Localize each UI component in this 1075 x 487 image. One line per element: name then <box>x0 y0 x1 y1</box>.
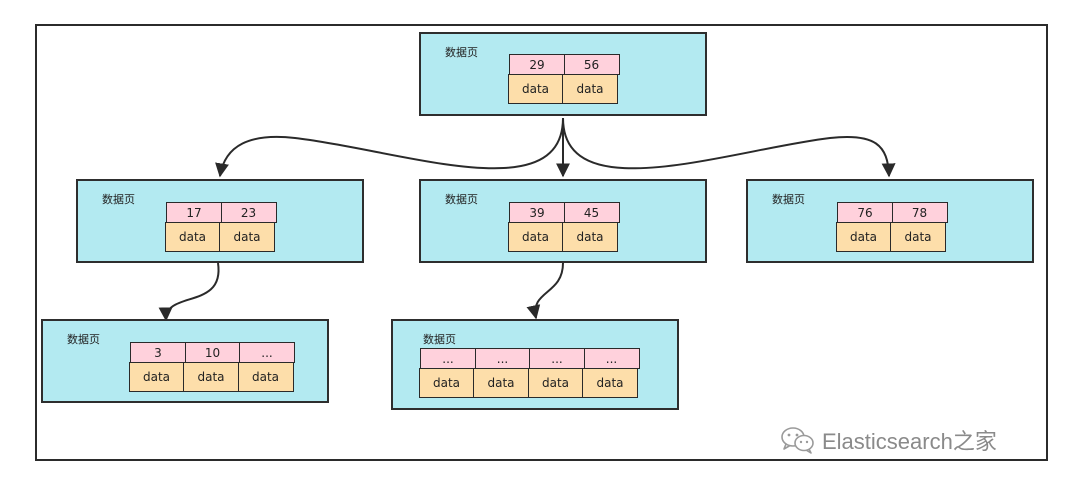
key-cell: ... <box>474 348 531 369</box>
data-page-mid-right: 数据页 76 data 78 data <box>746 179 1034 263</box>
entry-3: ... data <box>527 348 585 398</box>
page-label: 数据页 <box>445 193 478 206</box>
entry-4: ... data <box>582 348 640 398</box>
key-cell: 23 <box>220 202 277 223</box>
entry-2: 78 data <box>890 202 948 252</box>
data-cell: data <box>582 367 638 398</box>
entry-3: ... data <box>237 342 295 392</box>
data-cell: data <box>507 221 564 252</box>
data-cell: data <box>835 221 892 252</box>
watermark: Elasticsearch之家 <box>780 424 997 456</box>
entry-1: ... data <box>418 348 476 398</box>
data-cell: data <box>128 361 185 392</box>
key-cell: ... <box>420 348 476 369</box>
page-label: 数据页 <box>423 333 456 346</box>
data-page-mid-left: 数据页 17 data 23 data <box>76 179 364 263</box>
data-cell: data <box>418 367 475 398</box>
key-cell: ... <box>239 342 295 363</box>
entry-2: 45 data <box>562 202 620 252</box>
entry-1: 76 data <box>835 202 893 252</box>
data-cell: data <box>527 367 584 398</box>
data-page-mid-center: 数据页 39 data 45 data <box>419 179 707 263</box>
key-cell: ... <box>583 348 640 369</box>
data-cell: data <box>562 73 618 104</box>
key-cell: 29 <box>509 54 565 75</box>
data-cell: data <box>183 361 239 392</box>
key-cell: 45 <box>563 202 620 223</box>
data-cell: data <box>890 221 946 252</box>
page-label: 数据页 <box>67 333 100 346</box>
page-label: 数据页 <box>102 193 135 206</box>
entry-1: 39 data <box>507 202 565 252</box>
wechat-icon <box>780 425 816 455</box>
entry-2: 10 data <box>183 342 241 392</box>
key-cell: 78 <box>891 202 948 223</box>
watermark-text: Elasticsearch之家 <box>822 429 997 454</box>
entry-1: 3 data <box>128 342 186 392</box>
data-cell: data <box>562 221 618 252</box>
entry-2: 23 data <box>219 202 277 252</box>
page-label: 数据页 <box>445 46 478 59</box>
key-cell: 10 <box>184 342 241 363</box>
key-cell: 56 <box>563 54 620 75</box>
key-cell: 3 <box>130 342 186 363</box>
data-cell: data <box>507 73 564 104</box>
data-page-root: 数据页 29 data 56 data <box>419 32 707 116</box>
data-cell: data <box>473 367 529 398</box>
entry-1: 29 data <box>507 54 565 104</box>
data-cell: data <box>219 221 275 252</box>
page-label: 数据页 <box>772 193 805 206</box>
data-page-leaf-left: 数据页 3 data 10 data ... data <box>41 319 329 403</box>
key-cell: ... <box>529 348 585 369</box>
data-cell: data <box>164 221 221 252</box>
data-page-leaf-center: 数据页 ... data ... data ... data ... data <box>391 319 679 410</box>
data-cell: data <box>237 361 294 392</box>
key-cell: 76 <box>837 202 893 223</box>
entry-1: 17 data <box>164 202 222 252</box>
entry-2: 56 data <box>562 54 620 104</box>
diagram-frame <box>35 24 1048 461</box>
key-cell: 39 <box>509 202 565 223</box>
entry-2: ... data <box>473 348 531 398</box>
key-cell: 17 <box>166 202 222 223</box>
